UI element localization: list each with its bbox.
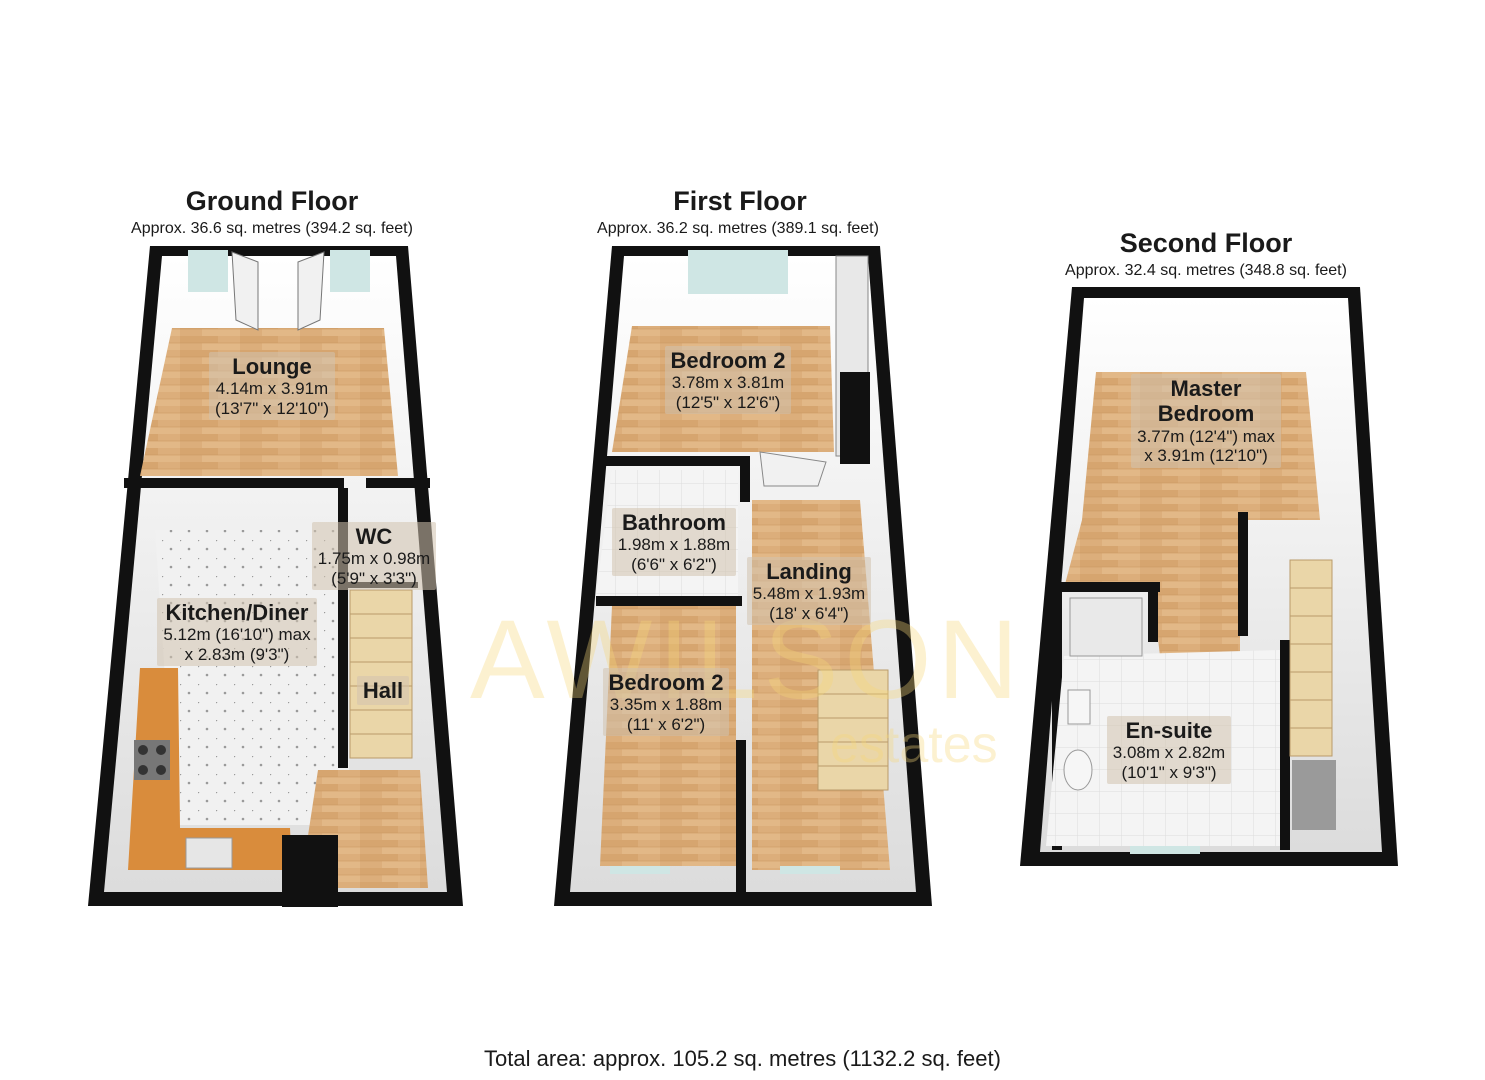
ground-floor-title: Ground Floor [185,186,359,216]
kitchen-worktop [128,668,292,870]
first-floor-title: First Floor [673,186,807,216]
first-floor-area: Approx. 36.2 sq. metres (389.1 sq. feet) [597,220,879,237]
ensuite-floor [1046,650,1284,846]
second-floor-plan [1020,287,1398,866]
watermark-subtext: estates [830,716,998,774]
lounge-floor [140,328,398,476]
total-area: Total area: approx. 105.2 sq. metres (11… [484,1046,1001,1071]
ground-floor-area: Approx. 36.6 sq. metres (394.2 sq. feet) [131,220,413,237]
second-stairs [1289,559,1333,757]
bedroom2-floor [612,326,834,452]
bathroom-floor [596,470,738,596]
sink-icon [185,837,233,869]
shower-icon [1069,597,1143,657]
first-stairs [817,669,889,791]
second-floor-area: Approx. 32.4 sq. metres (348.8 sq. feet) [1065,262,1347,279]
ground-stairs [349,589,413,759]
first-floor-plan [554,246,932,906]
ground-floor-plan [88,246,463,907]
watermark-logo: AWILSON [470,597,1025,722]
toilet-icon [1063,749,1093,791]
hob-icon [134,740,170,780]
second-floor-title: Second Floor [1119,228,1293,258]
basin-icon [1067,689,1091,725]
